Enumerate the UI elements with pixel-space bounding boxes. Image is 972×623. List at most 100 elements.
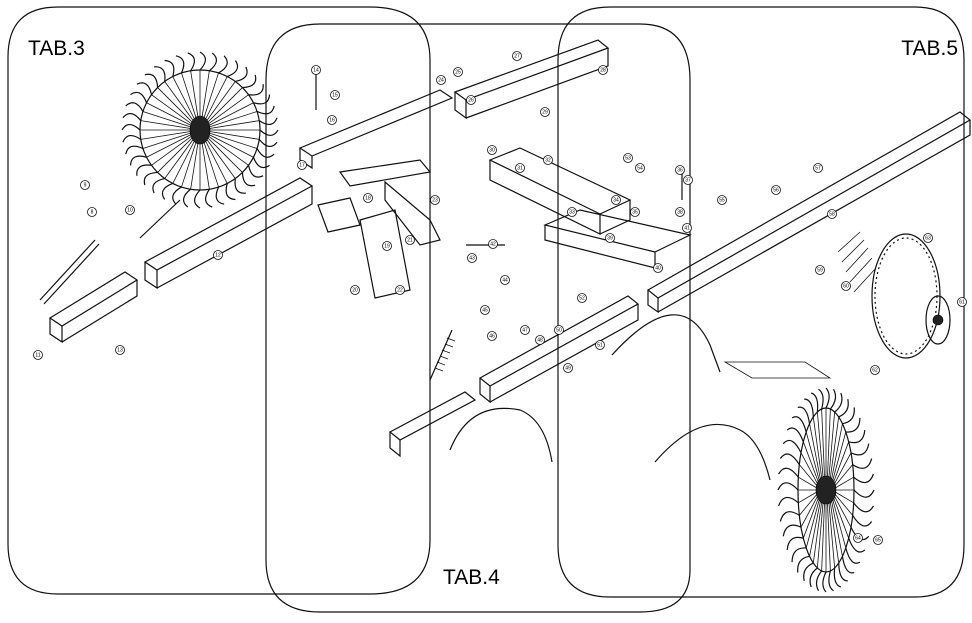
callout-45: 45 (480, 305, 490, 315)
callout-number: 18 (365, 195, 371, 201)
callout-number: 27 (514, 53, 520, 59)
callout-number: 36 (677, 167, 683, 173)
callout-65: 65 (873, 535, 883, 545)
callout-59: 59 (815, 265, 825, 275)
callout-number: 11 (35, 352, 40, 358)
rake-wheel-top-left (121, 51, 279, 209)
callout-49: 49 (563, 363, 573, 373)
callout-18: 18 (363, 193, 373, 203)
section-outlines (7, 6, 965, 613)
callout-38: 38 (675, 207, 685, 217)
callout-number: 29 (542, 109, 548, 115)
callout-29: 29 (540, 107, 550, 117)
callout-number: 14 (313, 67, 319, 73)
callout-64: 64 (853, 533, 863, 543)
callout-42: 42 (488, 239, 498, 249)
callout-10: 10 (125, 205, 135, 215)
callout-17: 17 (297, 160, 307, 170)
callout-22: 22 (395, 285, 405, 295)
callout-53: 53 (623, 153, 633, 163)
callout-54: 54 (635, 163, 645, 173)
callout-43: 43 (467, 253, 477, 263)
callout-number: 31 (517, 165, 523, 171)
callout-51: 51 (595, 340, 605, 350)
callout-number: 20 (352, 287, 358, 293)
callout-number: 34 (613, 197, 619, 203)
callout-37: 37 (683, 175, 693, 185)
callout-52: 52 (577, 293, 587, 303)
callout-number: 55 (719, 197, 725, 203)
callout-13: 13 (115, 345, 125, 355)
callout-25: 25 (453, 67, 463, 77)
callout-number: 45 (482, 307, 488, 313)
callout-number: 8 (91, 209, 94, 215)
tab5-outline (557, 6, 965, 598)
callout-number: 13 (117, 347, 123, 353)
callout-20: 20 (350, 285, 360, 295)
callout-41: 41 (682, 223, 692, 233)
callout-61: 61 (957, 297, 967, 307)
callout-number: 56 (773, 187, 779, 193)
callout-number: 28 (600, 67, 606, 73)
callout-46: 46 (487, 331, 497, 341)
callout-number: 60 (843, 283, 849, 289)
tab5-label: TAB.5 (901, 37, 958, 60)
callout-60: 60 (841, 281, 851, 291)
callout-11: 11 (33, 350, 43, 360)
callout-30: 30 (487, 145, 497, 155)
callout-number: 53 (625, 155, 631, 161)
callout-26: 26 (466, 95, 476, 105)
callout-number: 48 (537, 337, 543, 343)
tab4-outline (265, 23, 691, 613)
callout-21: 21 (405, 235, 415, 245)
rake-wheel-bottom-right (777, 387, 875, 593)
callout-number: 35 (632, 209, 638, 215)
callout-35: 35 (630, 207, 640, 217)
callout-number: 49 (565, 365, 571, 371)
callout-number: 42 (490, 241, 496, 247)
callout-27: 27 (512, 51, 522, 61)
callout-14: 14 (311, 65, 321, 75)
callout-33: 33 (567, 207, 577, 217)
callout-48: 48 (535, 335, 545, 345)
callout-number: 9 (84, 182, 87, 188)
callout-24: 24 (436, 75, 446, 85)
callout-number: 10 (127, 207, 133, 213)
callout-57: 57 (813, 163, 823, 173)
callout-number: 51 (597, 342, 603, 348)
callout-number: 59 (817, 267, 823, 273)
callout-number: 37 (685, 177, 691, 183)
callout-number: 38 (677, 209, 683, 215)
callout-number: 41 (684, 225, 690, 231)
callout-number: 61 (959, 299, 965, 305)
callout-44: 44 (500, 275, 510, 285)
callout-39: 39 (605, 233, 615, 243)
callout-47: 47 (520, 325, 530, 335)
callout-number: 43 (469, 255, 475, 261)
callout-number: 30 (489, 147, 495, 153)
callout-number: 44 (502, 277, 508, 283)
callout-number: 12 (215, 252, 221, 258)
callout-number: 62 (872, 367, 878, 373)
callout-16: 16 (327, 115, 337, 125)
callout-number: 22 (397, 287, 403, 293)
callout-40: 40 (653, 263, 663, 273)
callout-36: 36 (675, 165, 685, 175)
callout-9: 9 (80, 180, 90, 190)
callout-number: 40 (655, 265, 661, 271)
callout-number: 33 (569, 209, 575, 215)
callout-28: 28 (598, 65, 608, 75)
callout-19: 19 (382, 241, 392, 251)
callout-number: 17 (299, 162, 305, 168)
callout-number: 57 (815, 165, 821, 171)
callout-34: 34 (611, 195, 621, 205)
callout-number: 46 (489, 333, 495, 339)
callout-number: 64 (855, 535, 861, 541)
callout-number: 54 (637, 165, 643, 171)
callout-58: 58 (827, 209, 837, 219)
callout-50: 50 (554, 325, 564, 335)
callout-15: 15 (330, 90, 340, 100)
tab3-label: TAB.3 (28, 37, 85, 60)
callout-number: 19 (384, 243, 390, 249)
